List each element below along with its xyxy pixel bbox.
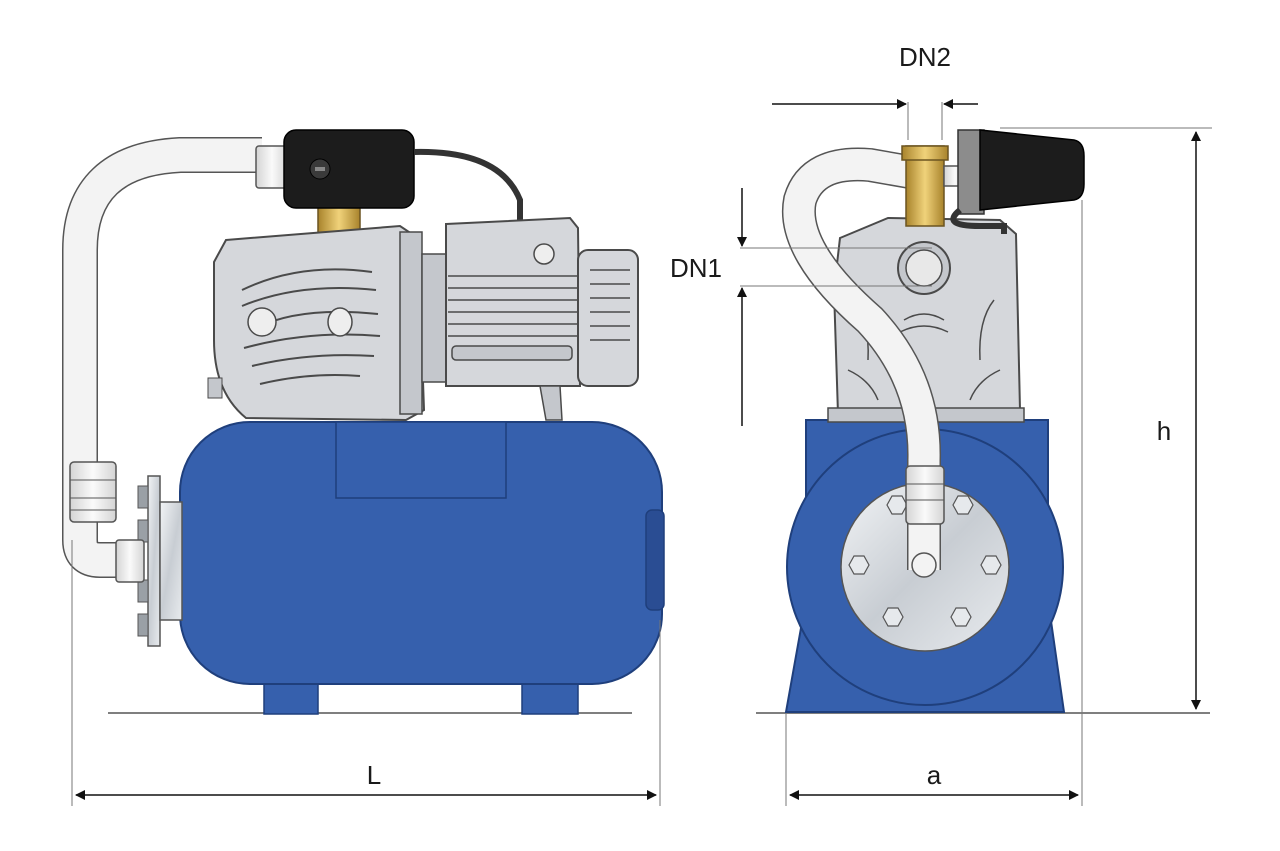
- front-view: h a DN1 DN2: [670, 42, 1212, 806]
- flange-bolts: [848, 495, 1002, 627]
- dimension-L-label: L: [367, 760, 381, 790]
- pipe-elbow-fitting: [115, 539, 145, 583]
- dimension-DN1-label: DN1: [670, 253, 722, 283]
- front-cable: [950, 207, 1007, 234]
- control-box: [283, 129, 415, 209]
- pipe-coupling-lower: [69, 461, 117, 523]
- pump-head: [207, 224, 426, 422]
- dimension-h-label: h: [1157, 416, 1171, 446]
- pump-motor: [421, 216, 639, 421]
- tank-flange: [147, 475, 161, 647]
- pipe-coupling-upper: [255, 145, 289, 189]
- front-control-box: [979, 129, 1085, 211]
- dimension-a-label: a: [927, 760, 942, 790]
- motor-gland: [533, 243, 555, 265]
- front-pipe-coupling: [905, 465, 945, 525]
- dimension-DN2-label: DN2: [899, 42, 951, 72]
- side-view: L: [62, 129, 665, 806]
- pump-mount-plate: [335, 421, 507, 499]
- power-cable: [413, 148, 523, 222]
- tank-end-cap: [645, 509, 665, 611]
